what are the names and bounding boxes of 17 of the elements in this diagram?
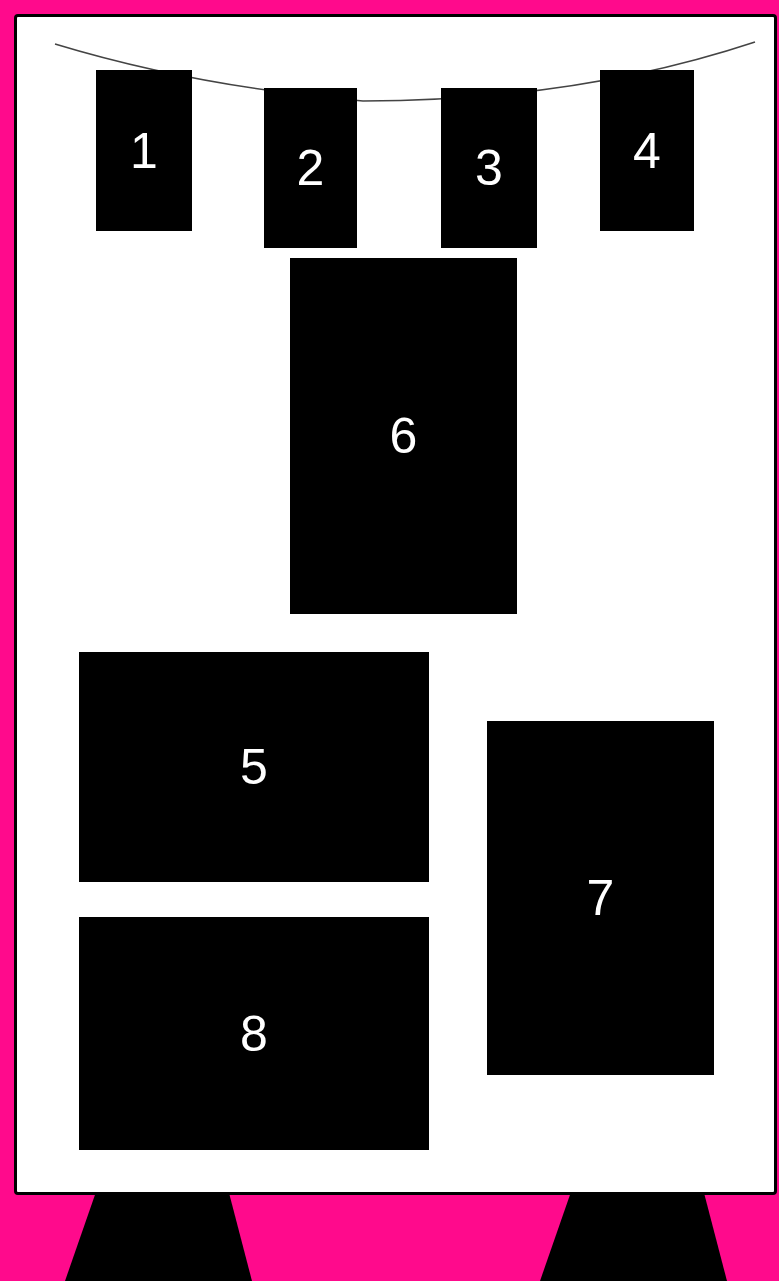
frame-number: 6 [389, 411, 418, 461]
frame-number: 7 [586, 873, 615, 923]
photo-frame [79, 917, 429, 1150]
photo-frame [96, 70, 192, 231]
frame-number: 3 [475, 143, 503, 193]
photo-frame [290, 258, 517, 614]
photo-frame [600, 70, 694, 231]
display-board [14, 14, 777, 1195]
photo-frame [441, 88, 537, 248]
frame-number: 5 [240, 742, 268, 792]
photo-frame [487, 721, 714, 1075]
frame-number: 2 [296, 143, 325, 193]
frame-number: 8 [240, 1008, 268, 1059]
frame-number: 4 [633, 125, 661, 176]
photo-frame [264, 88, 357, 248]
frame-number: 1 [130, 125, 158, 176]
photo-frame [79, 652, 429, 882]
